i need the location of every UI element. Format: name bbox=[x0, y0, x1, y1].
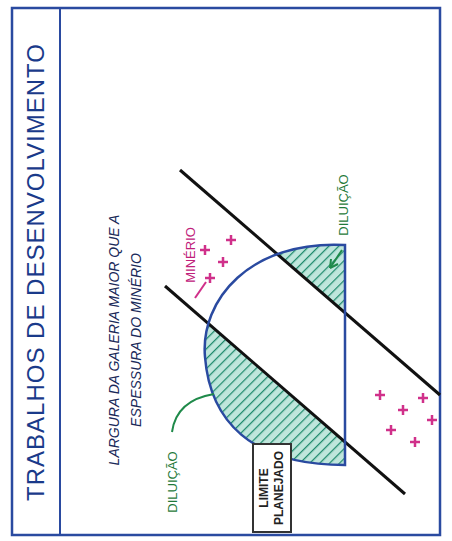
leader-line bbox=[172, 394, 214, 432]
vein-boundary bbox=[180, 170, 440, 395]
ore-label: MINÉRIO bbox=[183, 227, 198, 283]
arrow-head bbox=[330, 259, 338, 268]
leader-line bbox=[330, 250, 342, 268]
limit-box: LIMITE PLANEJADO bbox=[252, 443, 292, 533]
subtitle-note: LARGURA DA GALERIA MAIOR QUE A ESPESSURA… bbox=[103, 180, 148, 500]
title-separator bbox=[59, 8, 61, 535]
dilution-label: DILUIÇÃO bbox=[165, 451, 180, 512]
gallery-outline bbox=[205, 245, 345, 465]
box-text: LIMITE PLANEJADO bbox=[257, 451, 287, 525]
title: TRABALHOS DE DESENVOLVIMENTO bbox=[22, 43, 50, 501]
dilution-label: DILUIÇÃO bbox=[336, 174, 351, 235]
leader-line bbox=[195, 282, 206, 298]
frame bbox=[12, 8, 440, 535]
ore-symbols bbox=[200, 235, 437, 447]
